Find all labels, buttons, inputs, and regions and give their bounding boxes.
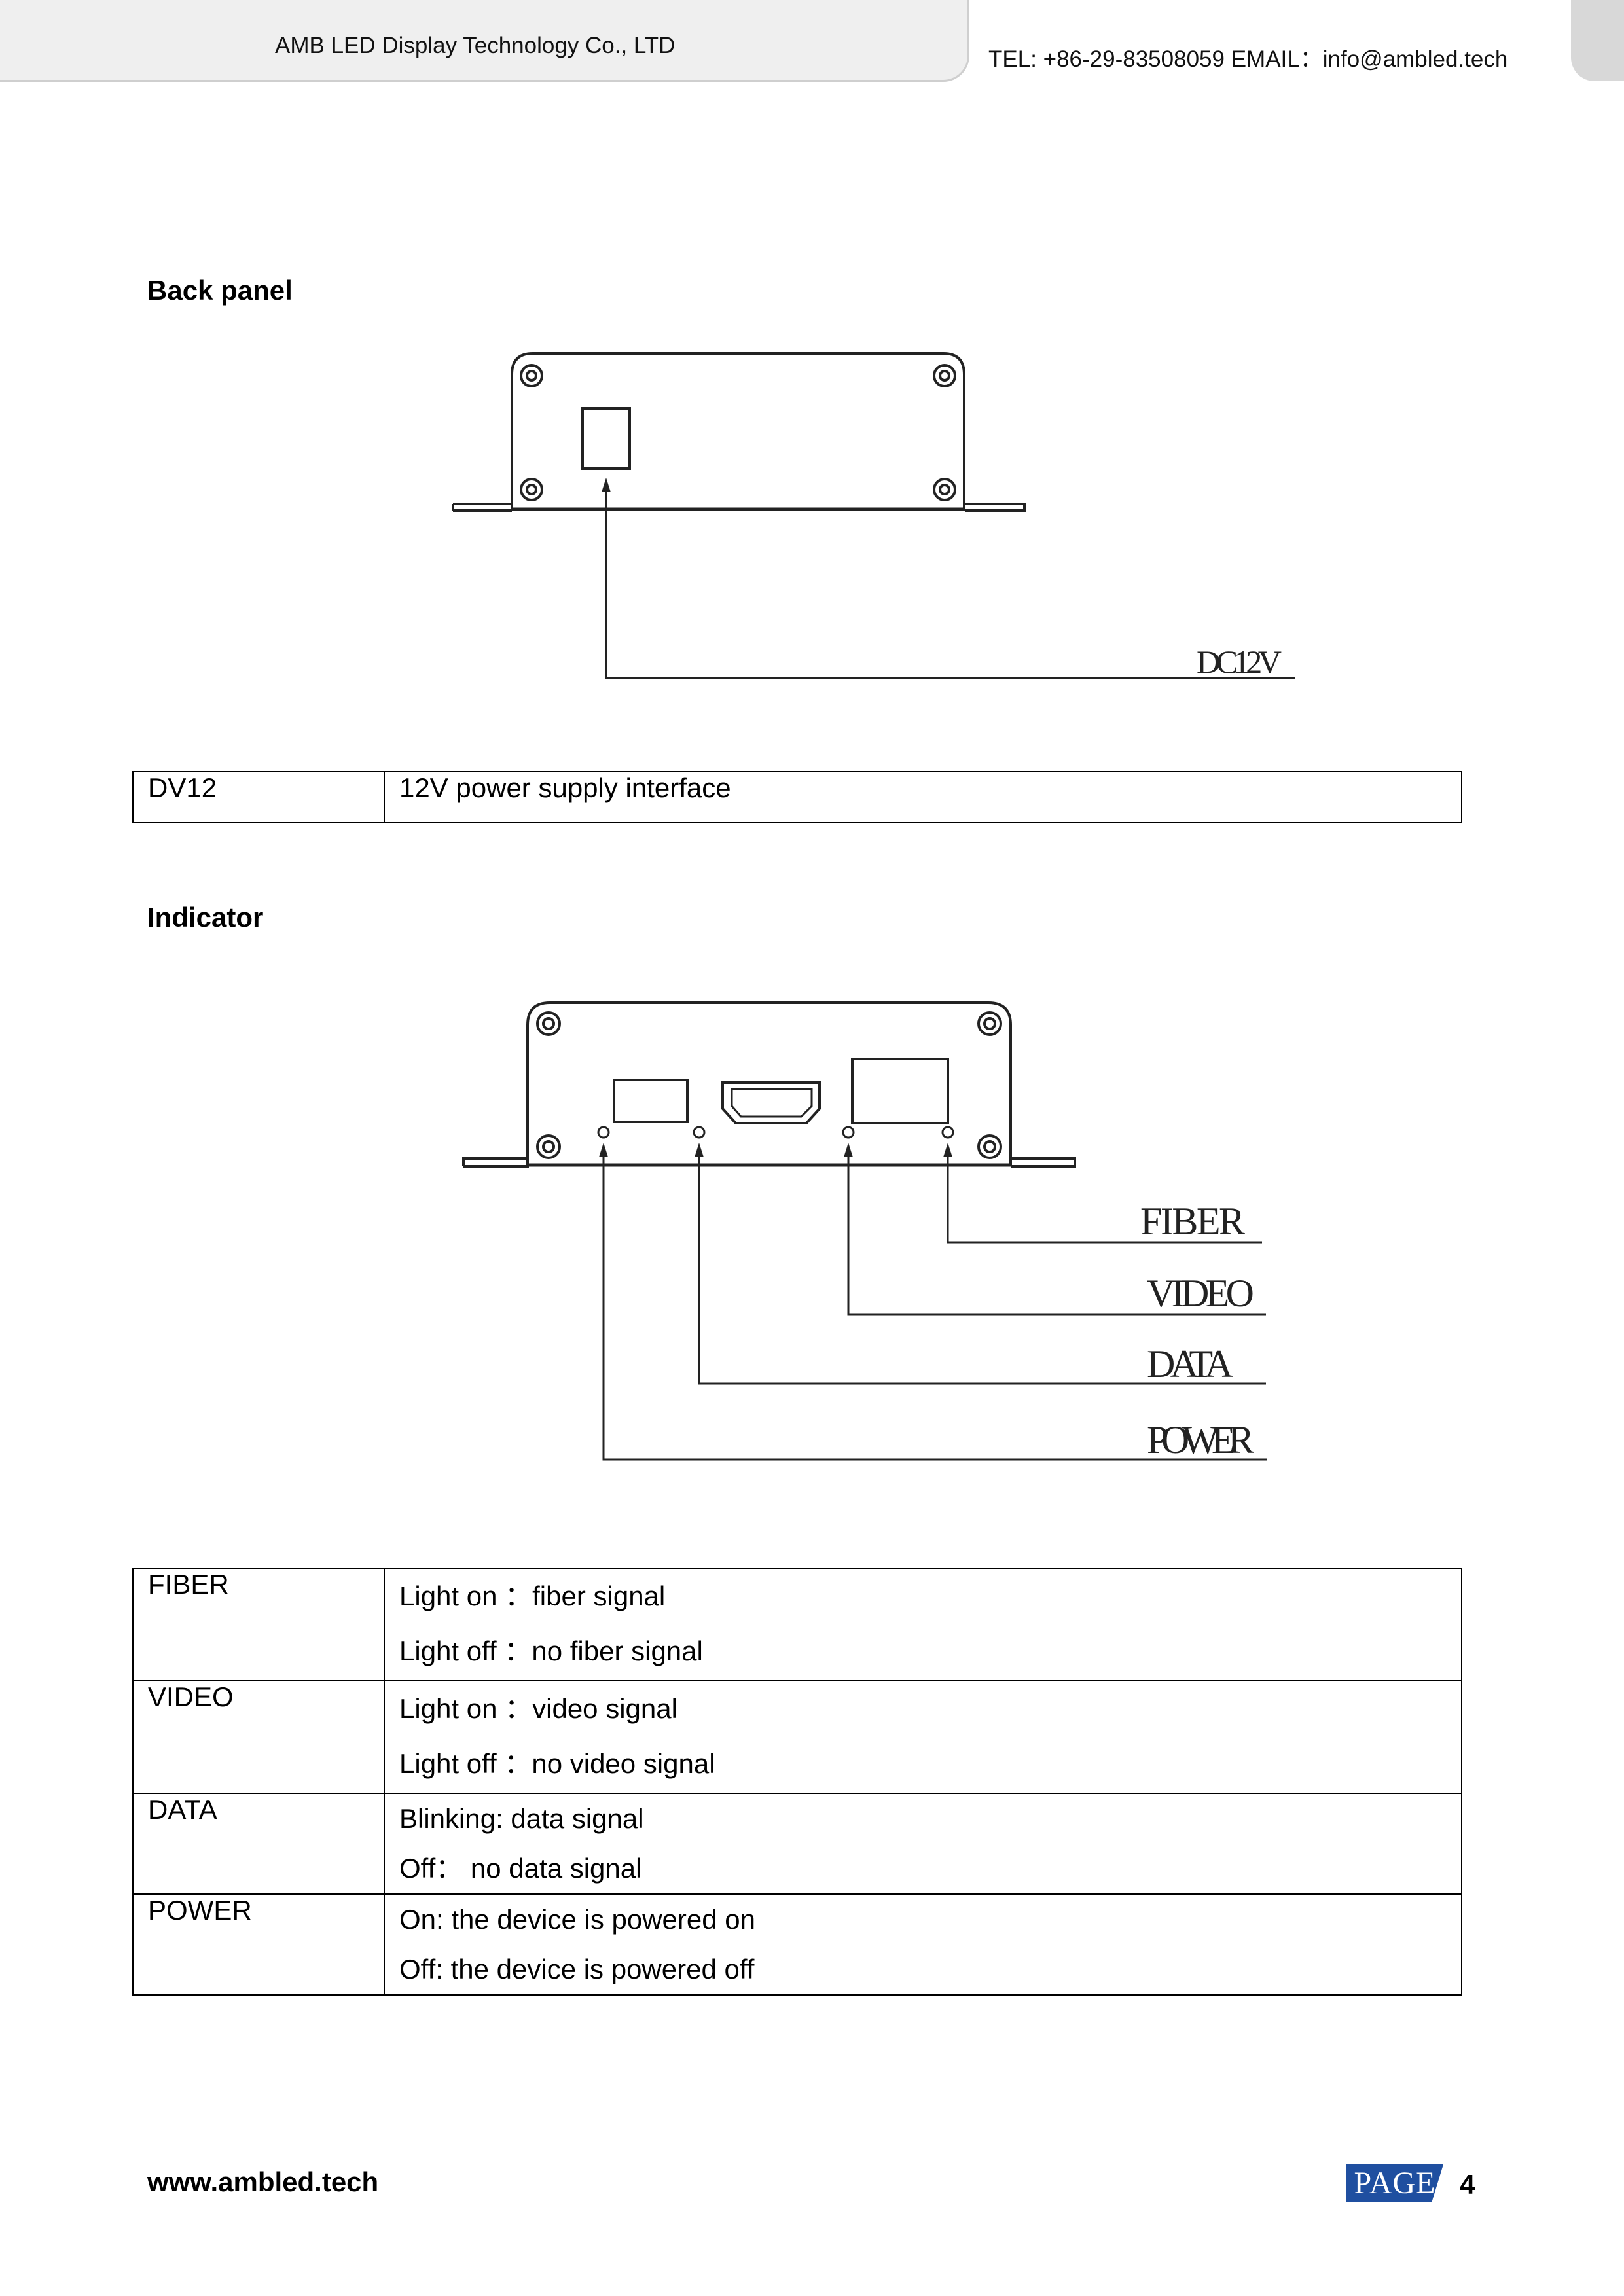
- power-label: POWER: [1147, 1418, 1254, 1462]
- fiber-label: FIBER: [1140, 1200, 1245, 1243]
- table-key: VIDEO: [132, 1680, 385, 1794]
- arrow-icon: [599, 1143, 608, 1157]
- table-value: Blinking: data signal Off： no data signa…: [384, 1793, 1462, 1895]
- indicator-heading: Indicator: [147, 902, 264, 933]
- arrow-icon: [844, 1143, 853, 1157]
- table-value: Light on ：fiber signal Light off ：no fib…: [384, 1568, 1462, 1681]
- website-link[interactable]: www.ambled.tech: [147, 2166, 379, 2197]
- table-row: DV12 12V power supply interface: [132, 771, 1462, 823]
- table-key: DV12: [132, 771, 385, 823]
- arrow-icon: [602, 478, 611, 492]
- arrow-icon: [943, 1143, 952, 1157]
- dc12v-label: DC12V: [1197, 643, 1282, 680]
- data-label: DATA: [1147, 1342, 1233, 1386]
- video-label: VIDEO: [1147, 1272, 1254, 1315]
- table-value: On: the device is powered on Off: the de…: [384, 1893, 1462, 1996]
- company-name: AMB LED Display Technology Co., LTD: [275, 33, 676, 58]
- table-key: FIBER: [132, 1568, 385, 1681]
- back-panel-heading: Back panel: [147, 275, 293, 306]
- header-corner-tab: [1571, 0, 1624, 81]
- table-row: VIDEO Light on ：video signal Light off ：…: [132, 1680, 1462, 1794]
- back-panel-table: DV12 12V power supply interface: [132, 771, 1462, 823]
- arrow-icon: [695, 1143, 704, 1157]
- page-number: 4: [1460, 2169, 1475, 2200]
- back-panel-diagram: DC12V: [452, 352, 1295, 680]
- table-value: Light on ：video signal Light off ：no vid…: [384, 1680, 1462, 1794]
- table-row: POWER On: the device is powered on Off: …: [132, 1893, 1462, 1996]
- table-key: POWER: [132, 1893, 385, 1996]
- header-tab: AMB LED Display Technology Co., LTD: [0, 0, 969, 82]
- table-row: FIBER Light on ：fiber signal Light off ：…: [132, 1568, 1462, 1681]
- table-key: DATA: [132, 1793, 385, 1895]
- indicator-table: FIBER Light on ：fiber signal Light off ：…: [132, 1568, 1462, 1996]
- contact-info: TEL: +86-29-83508059 EMAIL：info@ambled.t…: [988, 46, 1508, 72]
- table-value: 12V power supply interface: [384, 771, 1462, 823]
- table-row: DATA Blinking: data signal Off： no data …: [132, 1793, 1462, 1895]
- page-badge: PAGE: [1346, 2164, 1443, 2202]
- indicator-diagram: FIBER VIDEO DATA POWER: [462, 1001, 1267, 1462]
